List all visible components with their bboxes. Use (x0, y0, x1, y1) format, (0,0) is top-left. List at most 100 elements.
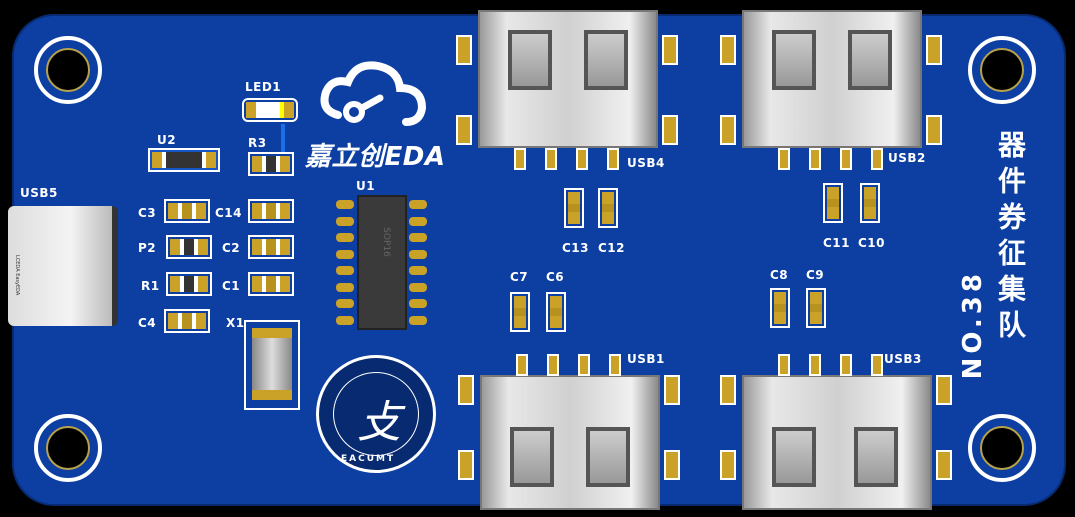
ic-pin (336, 282, 354, 292)
u1-ic: SOP16 (357, 195, 407, 330)
u1-label: U1 (356, 179, 376, 193)
ic-pin (336, 299, 354, 308)
c9-component (806, 288, 826, 328)
usb4-connector[interactable] (478, 10, 658, 148)
usb2-label: USB2 (888, 151, 926, 165)
usb-pin (809, 148, 821, 170)
usb-shield-tab (664, 450, 680, 480)
usb-pin (547, 354, 559, 376)
usb-pin (516, 354, 528, 376)
c13-label: C13 (562, 241, 590, 255)
c6-label: C6 (546, 270, 565, 284)
mounting-hole-bottom-left (34, 414, 102, 482)
usb-pin (545, 148, 557, 170)
x1-label: X1 (226, 316, 245, 330)
r3-component (248, 152, 294, 176)
c13-component (564, 188, 584, 228)
usb-shield-tab (456, 115, 472, 145)
usb3-label: USB3 (884, 352, 922, 366)
r3-label: R3 (248, 136, 267, 150)
usb-pin (576, 148, 588, 170)
r1-label: R1 (141, 279, 160, 293)
usb4-label: USB4 (627, 156, 665, 170)
eacumt-seal-logo: 攴 EACUMT (316, 355, 436, 473)
usb-shield-tab (458, 450, 474, 480)
c2-label: C2 (222, 241, 241, 255)
u2-label: U2 (157, 133, 177, 147)
led1-component (242, 98, 298, 122)
usb-pin (871, 354, 883, 376)
usb1-label: USB1 (627, 352, 665, 366)
c9-label: C9 (806, 268, 825, 282)
brand-logo-text: 嘉立创EDA (305, 142, 446, 172)
usb-shield-tab (720, 115, 736, 145)
u2-component (148, 148, 220, 172)
usb-shield-tab (664, 375, 680, 405)
usb-pin (609, 354, 621, 376)
c7-label: C7 (510, 270, 529, 284)
c14-label: C14 (215, 206, 243, 220)
c11-component (823, 183, 843, 223)
c2-component (248, 235, 294, 259)
usb-shield-tab (458, 375, 474, 405)
usb-shield-tab (720, 450, 736, 480)
c12-label: C12 (598, 241, 626, 255)
usb1-connector[interactable] (480, 375, 660, 510)
ic-pin (336, 216, 354, 226)
c3-component (164, 199, 210, 223)
usb-shield-tab (926, 35, 942, 65)
usbc-marking: LCEDA EasyEDA (14, 255, 20, 296)
usb-shield-tab (456, 35, 472, 65)
c1-component (248, 272, 294, 296)
mounting-hole-bottom-right (968, 414, 1036, 482)
usb-pin (871, 148, 883, 170)
mounting-hole-top-right (968, 36, 1036, 104)
usb5-label: USB5 (20, 186, 58, 200)
c8-component (770, 288, 790, 328)
usb-pin (514, 148, 526, 170)
team-name-text: 器件券征集队 (994, 130, 1027, 346)
usb3-connector[interactable] (742, 375, 932, 510)
ic-pin (409, 216, 427, 226)
cloud-logo-icon (320, 61, 427, 126)
c14-component (248, 199, 294, 223)
ic-pin (336, 200, 354, 209)
p2-label: P2 (138, 241, 157, 255)
usb2-connector[interactable] (742, 10, 922, 148)
ic-pin (409, 282, 427, 292)
c11-label: C11 (823, 236, 851, 250)
usb-pin (607, 148, 619, 170)
ic-pin (409, 200, 427, 209)
usb-pin (778, 354, 790, 376)
seal-abbr: EACUMT (341, 454, 396, 464)
led1-label: LED1 (245, 80, 282, 94)
c10-label: C10 (858, 236, 886, 250)
usb-pin (809, 354, 821, 376)
p2-component (166, 235, 212, 259)
mounting-hole-top-left (34, 36, 102, 104)
c10-component (860, 183, 880, 223)
usb-pin (840, 148, 852, 170)
usb-shield-tab (926, 115, 942, 145)
ic-pin (336, 315, 354, 325)
ic-pin (409, 249, 427, 259)
usb-shield-tab (936, 450, 952, 480)
c4-component (164, 309, 210, 333)
usb-c-connector[interactable] (8, 206, 118, 326)
usb-shield-tab (720, 35, 736, 65)
ic-pin (336, 249, 354, 259)
usb-pin (778, 148, 790, 170)
c7-component (510, 292, 530, 332)
r1-component (166, 272, 212, 296)
usb-shield-tab (662, 35, 678, 65)
ic-pin (409, 233, 427, 242)
usb-shield-tab (720, 375, 736, 405)
usb-shield-tab (662, 115, 678, 145)
c1-label: C1 (222, 279, 241, 293)
ic-package-text: SOP16 (380, 227, 391, 257)
x1-crystal (244, 320, 300, 410)
c4-label: C4 (138, 316, 157, 330)
ic-pin (409, 315, 427, 325)
usb-shield-tab (936, 375, 952, 405)
board-number-text: NO.38 (958, 270, 988, 380)
